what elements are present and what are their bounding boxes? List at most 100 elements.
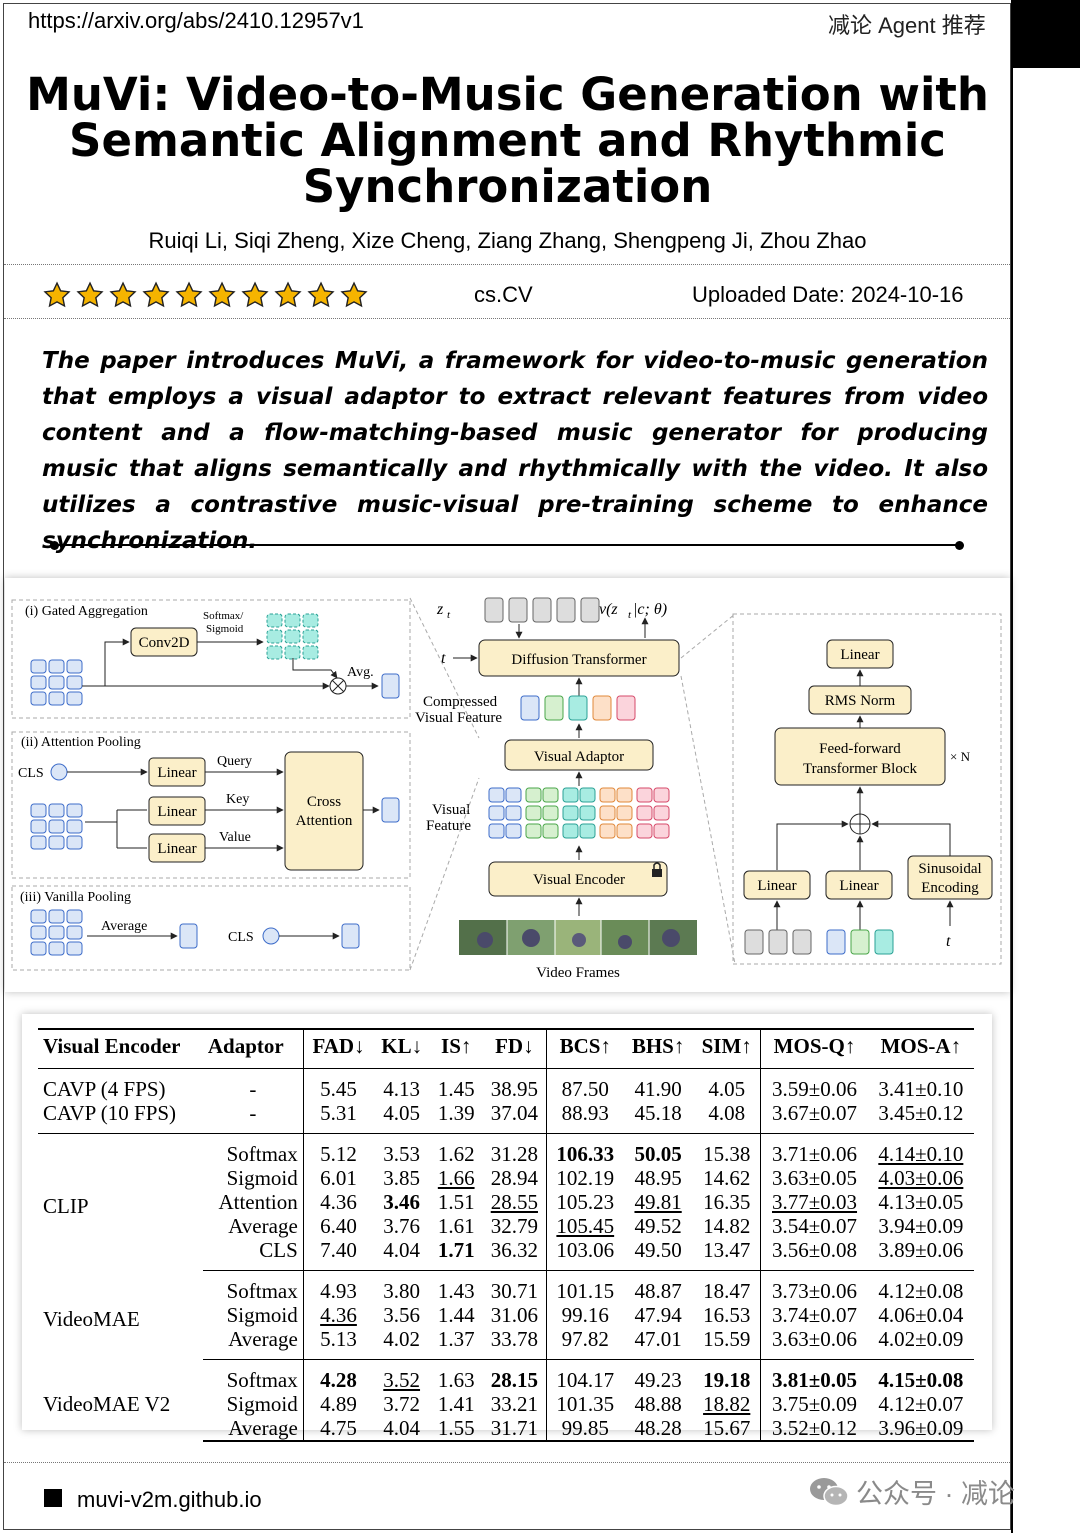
average-label: Average xyxy=(101,919,147,934)
column-header: FAD↓ xyxy=(302,1028,374,1069)
arxiv-url[interactable]: https://arxiv.org/abs/2410.12957v1 xyxy=(28,8,364,33)
token xyxy=(544,695,564,721)
center-pipeline: z t v(z t |c; θ) t Diffusion Transformer… xyxy=(415,597,697,981)
attention-pooling-panel: (ii) Attention Pooling CLS Linear Linear… xyxy=(11,731,411,879)
token xyxy=(542,823,559,839)
column-header: BCS↑ xyxy=(546,1028,624,1069)
metric-cell: 3.52 xyxy=(383,1368,421,1392)
arrow xyxy=(292,658,338,679)
metric-cell: 4.05 xyxy=(373,1101,431,1134)
metric-cell: 45.18 xyxy=(623,1101,694,1134)
metric-cell: 1.66 xyxy=(437,1166,475,1190)
visual-encoder-label: Visual Encoder xyxy=(533,872,625,888)
token-grid xyxy=(30,909,83,956)
metric-cell: 4.12±0.07 xyxy=(878,1392,964,1416)
metric-cell: 28.15 xyxy=(490,1368,538,1392)
token xyxy=(30,909,47,924)
encoder-cell: VideoMAE V2 xyxy=(43,1392,171,1417)
metric-cell: 105.23 xyxy=(546,1190,624,1214)
project-url[interactable]: muvi-v2m.github.io xyxy=(77,1487,262,1512)
linear-label: Linear xyxy=(157,804,196,820)
velocity-sub: t xyxy=(628,609,632,621)
category-label: cs.CV xyxy=(474,282,533,307)
encoder-cell: CLIP xyxy=(43,1194,89,1219)
metric-cell: 3.63±0.06 xyxy=(760,1327,868,1360)
metric-cell: 3.85 xyxy=(383,1166,421,1190)
token xyxy=(48,675,65,690)
token xyxy=(66,819,83,834)
output-token xyxy=(381,797,400,823)
metric-cell: 4.14±0.10 xyxy=(878,1142,964,1166)
diffusion-transformer-box xyxy=(478,639,680,677)
metric-cell: 1.55 xyxy=(430,1416,483,1442)
metric-cell: 14.62 xyxy=(703,1166,751,1190)
zt-sub: t xyxy=(447,609,451,621)
output-token xyxy=(381,673,400,699)
velocity-rest: |c; θ) xyxy=(633,601,667,618)
token xyxy=(505,823,522,839)
linear-visual-box xyxy=(825,870,893,900)
linear-audio-box xyxy=(743,870,811,900)
adaptor-cell: Sigmoid xyxy=(226,1303,298,1327)
star-icon xyxy=(43,281,71,308)
star-icon xyxy=(241,281,269,308)
metric-cell: 1.43 xyxy=(437,1279,475,1303)
separator-dot xyxy=(955,541,964,550)
visual-feature-tokens xyxy=(488,787,670,839)
arrow xyxy=(776,820,849,870)
sinusoidal-label: Sinusoidal xyxy=(918,861,981,877)
token xyxy=(48,691,65,706)
metric-cell: 49.81 xyxy=(634,1190,682,1214)
metric-cell: 3.45±0.12 xyxy=(867,1101,974,1134)
metric-cell: 15.67 xyxy=(693,1416,761,1442)
metric-cell: 1.51 xyxy=(437,1190,475,1214)
metric-cell: 99.85 xyxy=(546,1416,624,1442)
metric-cell: 4.04 xyxy=(373,1416,431,1442)
query-label: Query xyxy=(217,754,252,769)
attention-title: (ii) Attention Pooling xyxy=(21,735,141,750)
token xyxy=(30,835,47,850)
metric-cell: 4.03±0.06 xyxy=(878,1166,964,1190)
metric-cell: 3.56 xyxy=(383,1303,421,1327)
metric-cell: 48.28 xyxy=(623,1416,694,1442)
connector xyxy=(409,777,480,971)
token xyxy=(30,691,47,706)
token xyxy=(48,909,65,924)
feed-forward-block xyxy=(774,727,946,786)
metric-cell: 101.35 xyxy=(546,1392,624,1416)
side-rule xyxy=(1011,68,1013,1533)
rating-stars xyxy=(42,281,369,309)
token xyxy=(636,787,653,803)
metric-cell: 48.87 xyxy=(634,1279,682,1303)
metric-cell: 3.41±0.10 xyxy=(878,1077,964,1101)
metric-cell: 1.61 xyxy=(437,1214,475,1238)
metric-cell: 18.82 xyxy=(703,1392,751,1416)
metric-cell: 3.63±0.05 xyxy=(760,1166,868,1190)
metric-cell: 1.63 xyxy=(437,1368,475,1392)
sigmoid-label: Sigmoid xyxy=(206,623,244,635)
metric-cell: 105.45 xyxy=(546,1214,624,1238)
softmax-label: Softmax/ xyxy=(203,610,244,622)
plus-icon xyxy=(850,814,870,834)
token xyxy=(792,929,812,955)
metric-cell: 3.72 xyxy=(383,1392,421,1416)
token xyxy=(30,659,47,674)
metric-cell: 3.67±0.07 xyxy=(760,1101,868,1134)
time-label: t xyxy=(441,650,446,667)
metric-cell: 36.32 xyxy=(482,1238,547,1271)
separator-dot xyxy=(50,541,59,550)
metric-cell: 31.06 xyxy=(490,1303,538,1327)
token xyxy=(48,925,65,940)
paper-title: MuVi: Video-to-Music Generation with Sem… xyxy=(26,68,989,213)
token xyxy=(66,835,83,850)
token xyxy=(284,613,301,628)
metric-cell: 88.93 xyxy=(546,1101,624,1134)
metric-cell: 16.35 xyxy=(703,1190,751,1214)
metric-cell: 49.23 xyxy=(634,1368,682,1392)
rms-norm-label: RMS Norm xyxy=(825,693,896,709)
visual-encoder-box xyxy=(488,861,668,897)
metric-cell: 33.21 xyxy=(490,1392,538,1416)
